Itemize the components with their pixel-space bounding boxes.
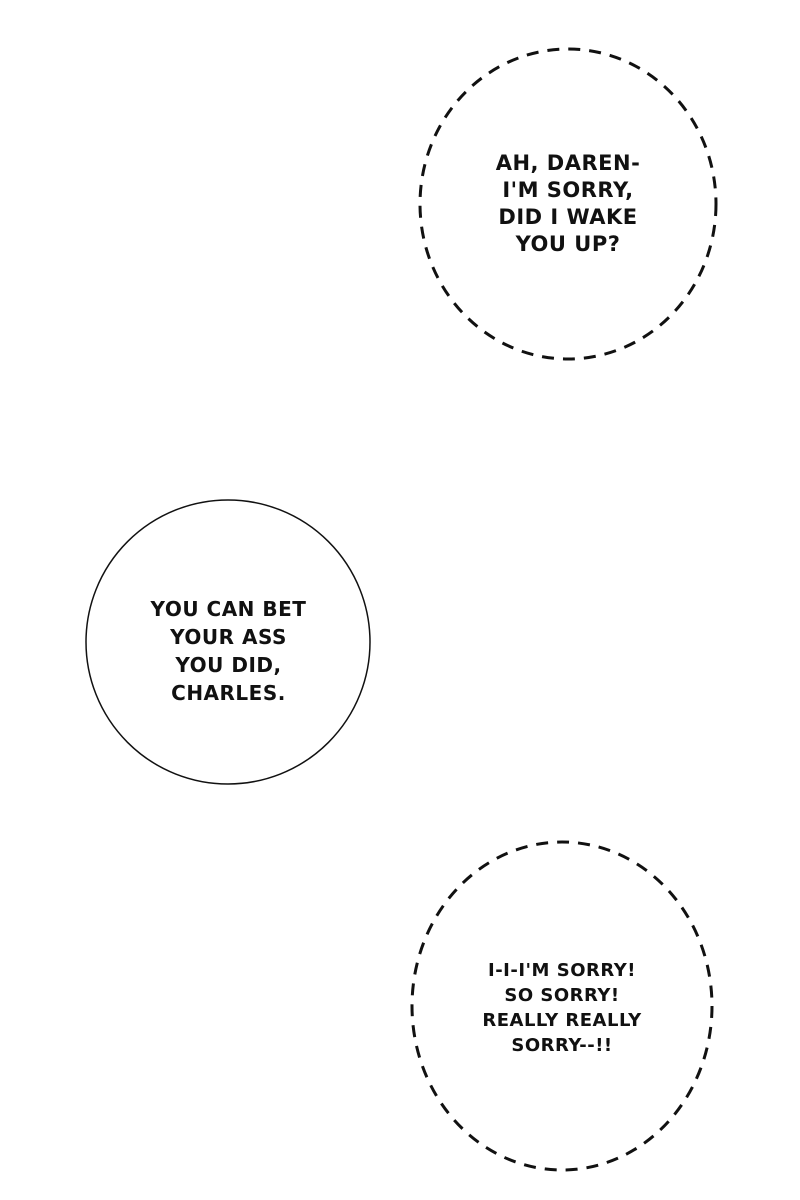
speech-bubble-1-outline [418,47,718,361]
speech-bubble-2-text: You can bet your ass you did, Charles. [86,595,371,707]
speech-bubble-3-text: I-I-I'm sorry! So sorry! Really really s… [412,958,712,1058]
bubble-line: your ass [170,625,287,649]
speech-bubble-3-outline [410,840,714,1172]
bubble-line: did I wake [498,205,638,229]
bubble-line: Charles. [171,681,286,705]
speech-bubble-2-outline [85,499,371,785]
bubble-line: you did, [175,653,282,677]
bubble-line: I'm sorry, [502,178,634,202]
bubble-line: Really really [482,1010,642,1031]
bubble-line: Ah, Daren- [495,151,641,175]
bubble-line: you up? [515,232,621,256]
bubble-line: So sorry! [504,985,620,1006]
speech-bubble-1-text: Ah, Daren- I'm sorry, did I wake you up? [418,150,718,258]
bubble-line: You can bet [150,597,307,621]
bubble-line: I-I-I'm sorry! [488,960,636,981]
bubble-line: sorry--!! [511,1035,613,1056]
